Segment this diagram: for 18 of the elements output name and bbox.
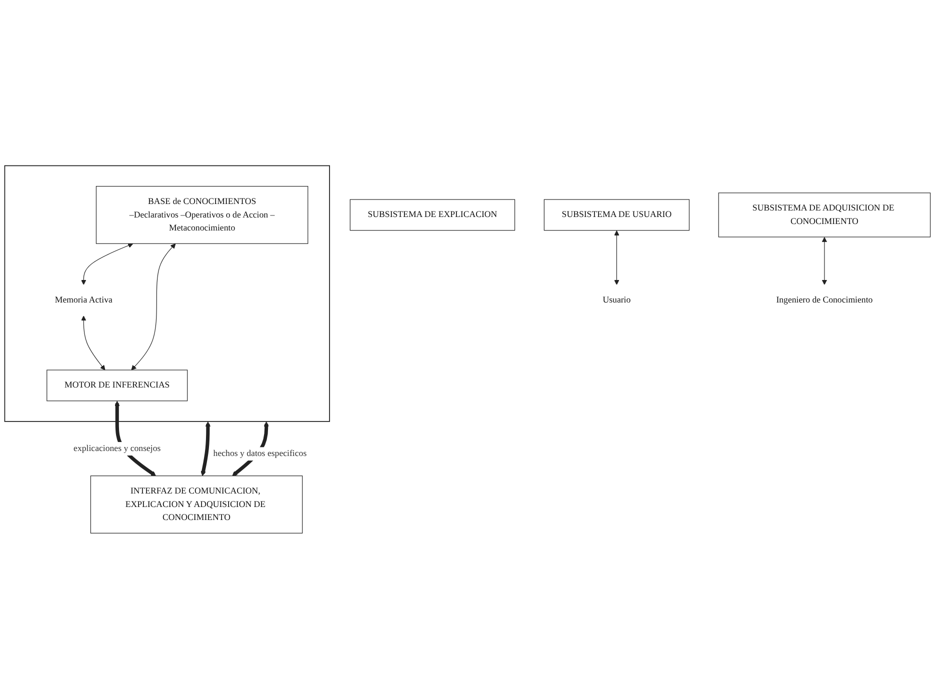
arrow xyxy=(81,316,106,370)
edge-label: explicaciones y consejos xyxy=(74,444,161,454)
arrow xyxy=(200,422,211,476)
node-box: SUBSISTEMA DE ADQUISICION DE CONOCIMIENTO xyxy=(718,192,931,238)
node-text: Ingeniero de Conocimiento xyxy=(776,295,873,305)
node-text: Memoria Activa xyxy=(54,295,112,305)
node-box: MOTOR DE INFERENCIAS xyxy=(46,370,188,402)
node-text: Usuario xyxy=(602,295,631,305)
arrow xyxy=(81,243,134,286)
node-box: INTERFAZ DE COMUNICACION, EXPLICACION Y ADQUISICION DE CONOCIMIENTO xyxy=(90,476,303,534)
arrow xyxy=(822,237,828,286)
arrow xyxy=(131,244,176,370)
node-box: BASE de CONOCIMIENTOS –Declarativos –Operativos o de Accion –Metaconocimiento xyxy=(96,186,308,244)
node-box: SUBSISTEMA DE EXPLICACION xyxy=(350,199,516,231)
cluster xyxy=(4,165,330,422)
arrow xyxy=(614,230,620,286)
edge-label: hechos y datos especificos xyxy=(213,448,307,458)
node-box: SUBSISTEMA DE USUARIO xyxy=(544,199,690,231)
